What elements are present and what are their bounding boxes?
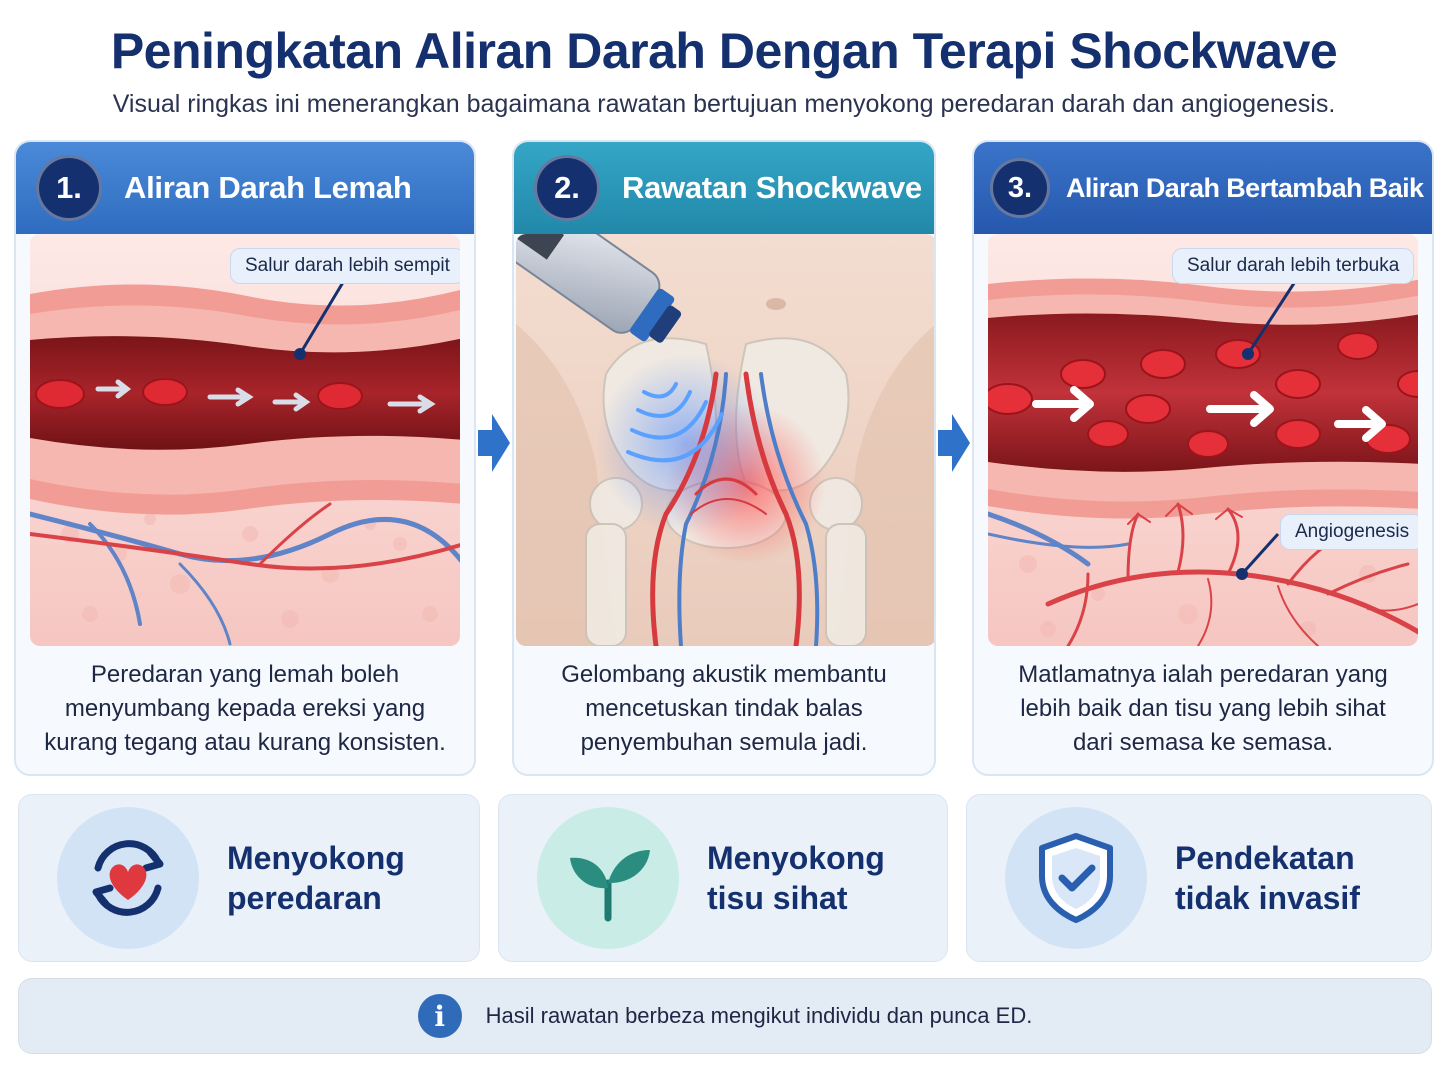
caption-line: menyumbang kepada ereksi yang [64, 695, 426, 722]
panel-header: 2. Rawatan Shockwave [514, 142, 934, 234]
narrow-vessel-label: Salur darah lebih sempit [230, 248, 460, 284]
panel-caption: Gelombang akustik membantu mencetuskan t… [514, 658, 934, 760]
step-number: 3. [990, 158, 1050, 218]
panel-caption: Matlamatnya ialah peredaran yang lebih b… [974, 658, 1432, 760]
sprout-graphic [570, 850, 650, 922]
feature-line: Menyokong [227, 840, 405, 876]
panel-heading: Aliran Darah Bertambah Baik [1066, 172, 1424, 203]
angiogenesis-label: Angiogenesis [1280, 514, 1418, 550]
flow-arrow-icon [478, 414, 510, 472]
flow-arrow-icon [938, 414, 970, 472]
caption-line: lebih baik dan tisu yang lebih sihat [1020, 695, 1386, 722]
caption-line: mencetuskan tindak balas [585, 695, 863, 722]
open-vessel-label: Salur darah lebih terbuka [1172, 248, 1415, 284]
panel-weak-flow: 1. Aliran Darah Lemah [14, 140, 476, 776]
heart-cycle-icon [57, 807, 199, 949]
pelvis-graphic [516, 234, 934, 646]
page-title: Peningkatan Aliran Darah Dengan Terapi S… [110, 23, 1338, 79]
disclaimer-text: Hasil rawatan berbeza mengikut individu … [485, 1003, 1033, 1028]
caption-line: dari semasa ke semasa. [1072, 729, 1334, 756]
feature-supports-circulation: Menyokong peredaran [18, 794, 480, 962]
panel-header: 3. Aliran Darah Bertambah Baik [974, 142, 1432, 234]
open-vessel-illustration: Salur darah lebih terbuka Angiogenesis [988, 234, 1418, 646]
caption-line: penyembuhan semula jadi. [580, 729, 868, 756]
step-number: 1. [36, 155, 102, 221]
panel-heading: Aliran Darah Lemah [124, 170, 412, 205]
panel-shockwave-treatment: 2. Rawatan Shockwave [512, 140, 936, 776]
step-number: 2. [534, 155, 600, 221]
panel-heading: Rawatan Shockwave [622, 170, 922, 205]
info-icon: i [417, 994, 462, 1038]
caption-line: Peredaran yang lemah boleh [90, 661, 400, 688]
sprout-icon [537, 807, 679, 949]
narrow-vessel-illustration: Salur darah lebih sempit [30, 234, 460, 646]
panel-header: 1. Aliran Darah Lemah [16, 142, 474, 234]
narrow-vessel-graphic [30, 234, 460, 646]
feature-line: tidak invasif [1175, 880, 1360, 916]
shield-check-icon [1005, 807, 1147, 949]
feature-label: Pendekatan tidak invasif [1175, 838, 1360, 918]
open-vessel-graphic [988, 234, 1418, 646]
heart-cycle-graphic [92, 840, 164, 916]
page-subtitle: Visual ringkas ini menerangkan bagaimana… [112, 90, 1336, 118]
feature-line: Menyokong [707, 840, 885, 876]
caption-line: Gelombang akustik membantu [561, 661, 887, 688]
panel-improved-flow: 3. Aliran Darah Bertambah Baik [972, 140, 1434, 776]
panel-caption: Peredaran yang lemah boleh menyumbang ke… [16, 658, 474, 760]
caption-line: Matlamatnya ialah peredaran yang [1018, 661, 1388, 688]
shield-check-graphic [1039, 833, 1113, 923]
feature-supports-healthy-tissue: Menyokong tisu sihat [498, 794, 948, 962]
feature-line: Pendekatan [1175, 840, 1355, 876]
feature-non-invasive: Pendekatan tidak invasif [966, 794, 1432, 962]
pelvis-treatment-illustration [516, 234, 934, 646]
feature-label: Menyokong peredaran [227, 838, 405, 918]
caption-line: kurang tegang atau kurang konsisten. [44, 729, 446, 756]
feature-label: Menyokong tisu sihat [707, 838, 885, 918]
feature-line: tisu sihat [707, 880, 848, 916]
feature-line: peredaran [227, 880, 382, 916]
disclaimer-note: i Hasil rawatan berbeza mengikut individ… [18, 978, 1432, 1054]
